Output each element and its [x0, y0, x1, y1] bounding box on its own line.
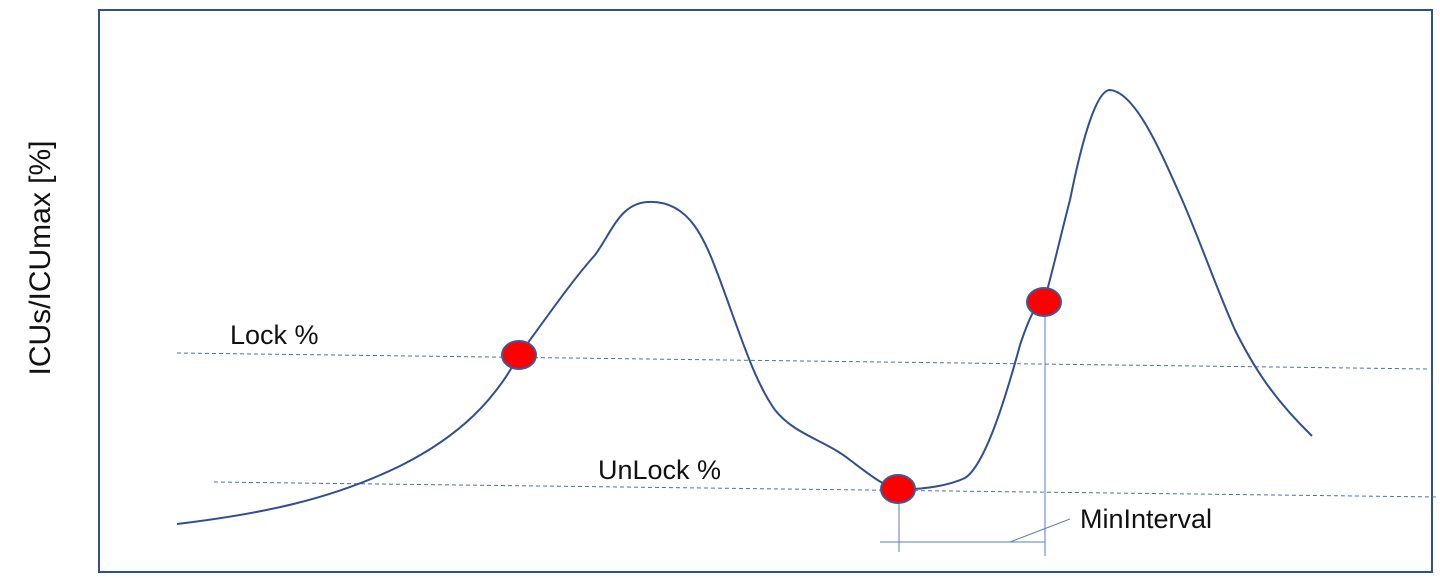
unlock-threshold-line — [213, 481, 1439, 498]
marker-lock-crossing-rising — [501, 340, 537, 370]
min-interval-label: MinInterval — [1080, 504, 1212, 534]
lock-threshold-line — [176, 352, 1431, 370]
marker-lock-crossing-second-rise — [1026, 287, 1062, 317]
lock-label: Lock % — [230, 320, 319, 350]
marker-unlock-crossing-falling — [880, 474, 916, 504]
unlock-label: UnLock % — [598, 455, 721, 485]
min-interval-callout-line — [1009, 518, 1071, 543]
plot-frame — [98, 9, 1433, 573]
occupancy-curve — [176, 88, 1313, 525]
y-axis-label: ICUs/ICUmax [%] — [24, 140, 57, 375]
